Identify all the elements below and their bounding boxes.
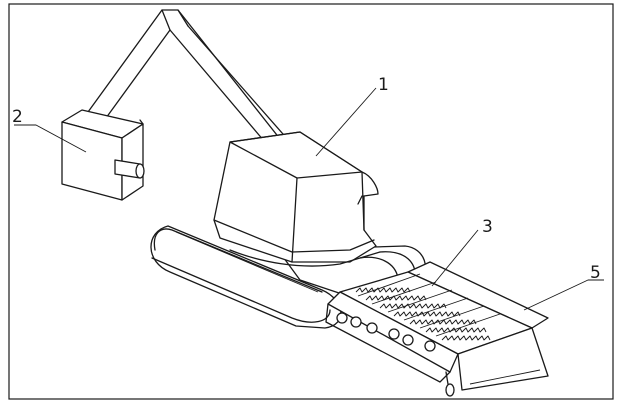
label-part-3: 3 <box>482 217 493 237</box>
figure-frame <box>8 3 614 400</box>
label-part-2: 2 <box>12 107 23 127</box>
label-part-5: 5 <box>590 263 601 283</box>
cab-body <box>213 131 381 267</box>
leader-lines <box>14 87 604 311</box>
label-part-1: 1 <box>378 75 389 95</box>
tooth-rows <box>355 273 501 341</box>
suction-box <box>61 109 145 201</box>
conveyor-frame <box>325 261 549 397</box>
